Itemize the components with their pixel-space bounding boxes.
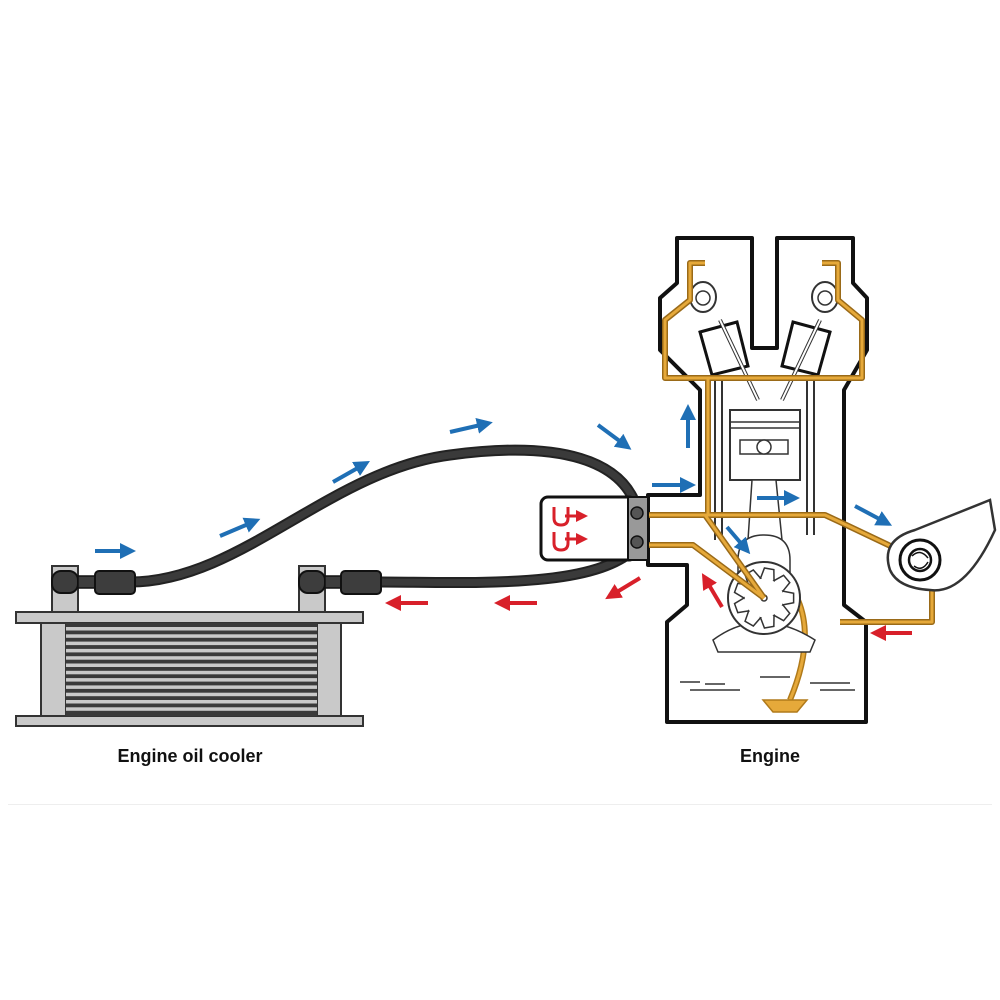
cooler-fin [66,634,317,638]
cool-oil-arrow-icon [332,461,370,484]
cooler-fin [66,648,317,653]
flow-arrows [95,404,912,641]
turbocharger-icon [886,498,997,592]
cooler-fin [66,707,317,711]
oil-cooler-label: Engine oil cooler [117,746,263,766]
cooler-fin [66,663,317,667]
cool-oil-arrow-icon [725,525,751,555]
cool-oil-arrow-icon [219,517,261,538]
cooler-fin [66,685,317,689]
cooler-fin [66,692,317,697]
hot-oil-arrow-icon [701,573,724,609]
cooler-fin [66,656,317,660]
oil-cooler [15,565,364,727]
oil-galleries [648,260,935,625]
hot-oil-arrow-icon [605,576,642,600]
engine-label: Engine [739,746,800,766]
cooler-fin [66,678,317,682]
cooler-fin [66,700,317,704]
cool-oil-arrow-icon [449,417,493,434]
cooler-fin [66,641,317,646]
oil-filter-icon [539,495,649,562]
cooler-fin [66,627,317,631]
cool-oil-arrow-icon [596,423,632,450]
cooler-fins [66,627,317,711]
engine [646,236,869,724]
cooler-fin [66,670,317,675]
cool-oil-arrow-icon [854,504,893,526]
divider [8,804,992,805]
